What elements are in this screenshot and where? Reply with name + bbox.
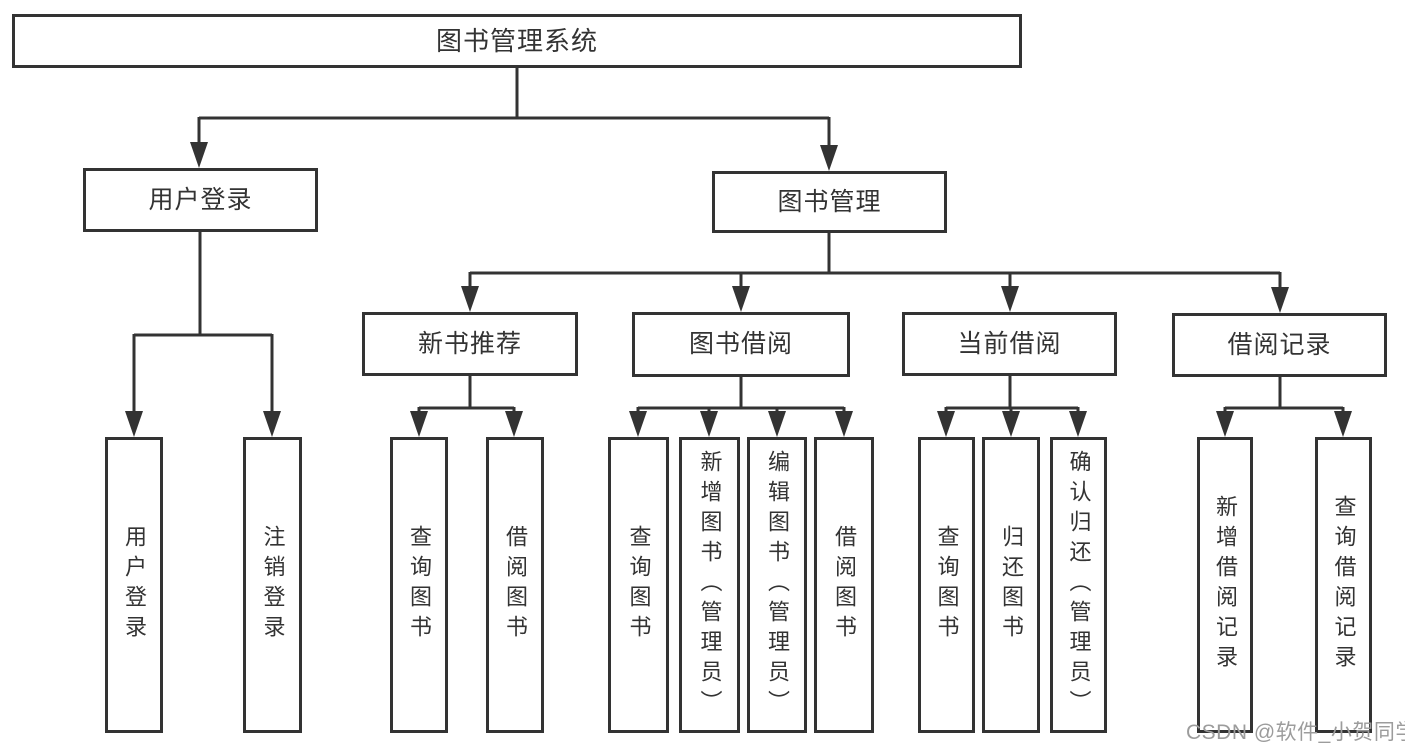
leaf-borrow-books-recommend: 借阅图书	[486, 437, 544, 733]
leaf-logout: 注销登录	[243, 437, 302, 733]
connector-user-login-branch	[132, 232, 274, 415]
leaf-logout-label: 注销登录	[260, 525, 286, 645]
arrowheads-level2	[190, 142, 838, 171]
leaf-confirm-return-admin: 确认归还（管理员）	[1050, 437, 1107, 733]
node-new-book-recommend: 新书推荐	[362, 312, 578, 376]
leaf-add-books-admin: 新增图书（管理员）	[679, 437, 740, 733]
arrowheads-user-login	[125, 411, 281, 437]
leaf-edit-books-admin: 编辑图书（管理员）	[747, 437, 807, 733]
leaf-borrow-books-label: 借阅图书	[832, 525, 857, 645]
arrowheads-book-mgmt	[461, 286, 1289, 313]
leaf-query-books-recommend-label: 查询图书	[407, 525, 432, 645]
leaf-borrow-books-recommend-label: 借阅图书	[503, 525, 528, 645]
leaf-add-borrow-record-label: 新增借阅记录	[1213, 495, 1238, 675]
arrowheads-current-borrow	[937, 411, 1087, 437]
connector-current-borrow-branch	[944, 376, 1080, 415]
csdn-watermark: CSDN @软件_小贺同学	[1186, 721, 1405, 744]
connector-new-book-branch	[417, 376, 516, 415]
node-user-login: 用户登录	[83, 168, 318, 232]
leaf-edit-books-admin-label: 编辑图书（管理员）	[765, 450, 790, 720]
node-book-management: 图书管理	[712, 171, 947, 233]
leaf-query-books-current-label: 查询图书	[934, 525, 960, 645]
connector-book-borrow-branch	[636, 377, 846, 415]
node-current-borrow: 当前借阅	[902, 312, 1117, 376]
arrowheads-new-book	[410, 411, 523, 437]
leaf-confirm-return-admin-label: 确认归还（管理员）	[1066, 450, 1092, 720]
connector-borrow-records-branch	[1223, 377, 1345, 415]
leaf-add-books-admin-label: 新增图书（管理员）	[697, 450, 723, 720]
leaf-user-login: 用户登录	[105, 437, 163, 733]
leaf-query-borrow-record: 查询借阅记录	[1315, 437, 1372, 733]
arrowheads-borrow-records	[1216, 411, 1352, 437]
leaf-query-borrow-record-label: 查询借阅记录	[1331, 495, 1357, 675]
connector-root-to-level2	[197, 68, 831, 149]
leaf-query-books-borrow-label: 查询图书	[626, 525, 652, 645]
leaf-user-login-label: 用户登录	[122, 525, 147, 645]
leaf-query-books-current: 查询图书	[918, 437, 975, 733]
leaf-query-books-borrow: 查询图书	[608, 437, 669, 733]
arrowheads-book-borrow	[629, 411, 853, 437]
leaf-add-borrow-record: 新增借阅记录	[1197, 437, 1253, 733]
leaf-borrow-books: 借阅图书	[814, 437, 874, 733]
leaf-return-books-label: 归还图书	[999, 525, 1024, 645]
node-borrow-records: 借阅记录	[1172, 313, 1387, 377]
connector-book-mgmt-branch	[468, 233, 1282, 290]
node-book-borrow: 图书借阅	[632, 312, 850, 377]
leaf-query-books-recommend: 查询图书	[390, 437, 448, 733]
leaf-return-books: 归还图书	[982, 437, 1040, 733]
node-root-library-system: 图书管理系统	[12, 14, 1022, 68]
